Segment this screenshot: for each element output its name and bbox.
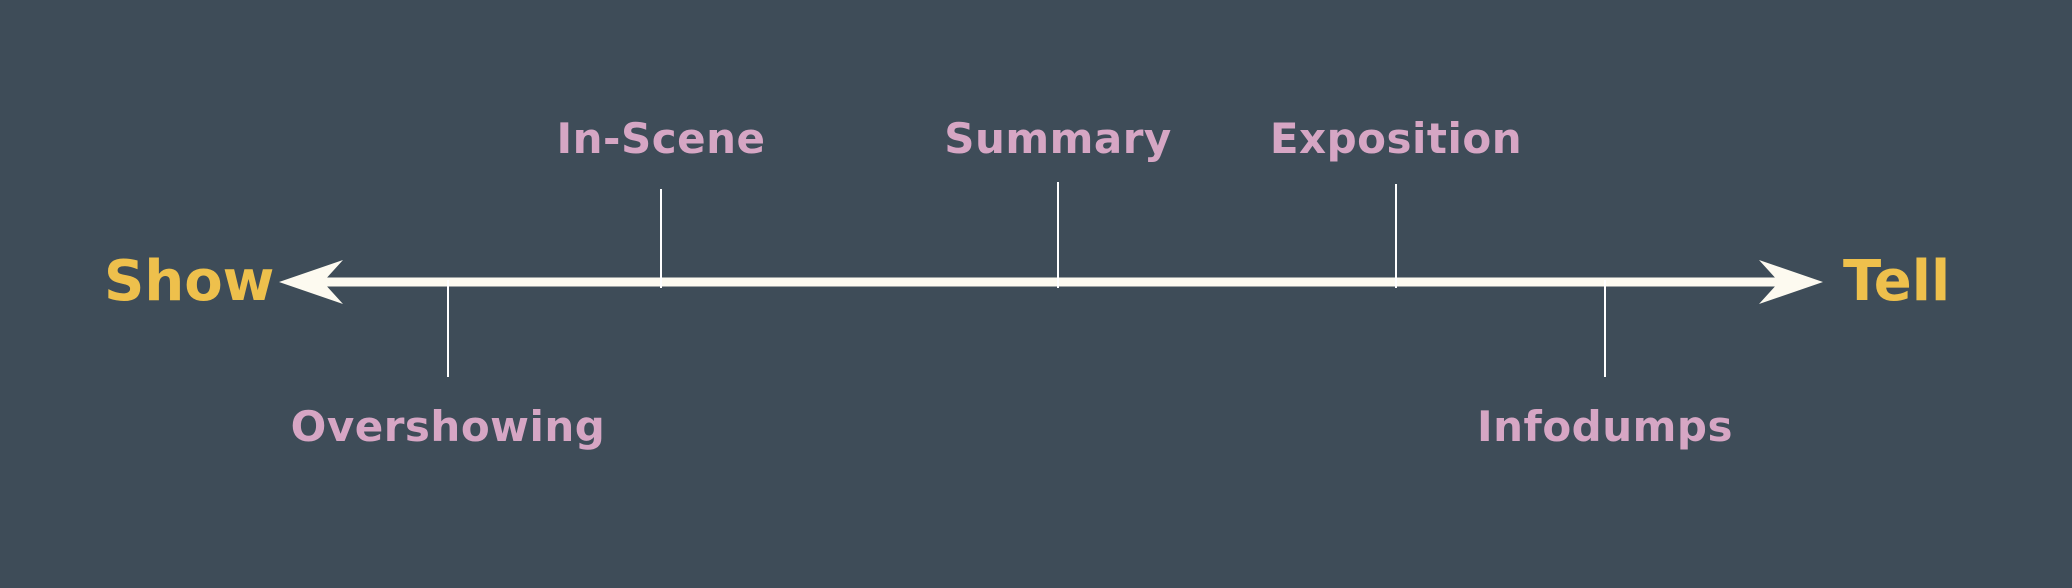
tell-label: Tell [1843,249,1951,314]
show-label: Show [104,249,275,314]
arrowhead-left-icon [279,260,343,304]
point-label-in-scene: In-Scene [556,114,766,163]
arrowhead-right-icon [1759,260,1823,304]
point-label-summary: Summary [944,114,1172,163]
point-label-overshowing: Overshowing [290,402,606,451]
tick-group [447,182,1606,377]
point-label-exposition: Exposition [1269,114,1523,163]
point-label-infodumps: Infodumps [1477,402,1733,451]
